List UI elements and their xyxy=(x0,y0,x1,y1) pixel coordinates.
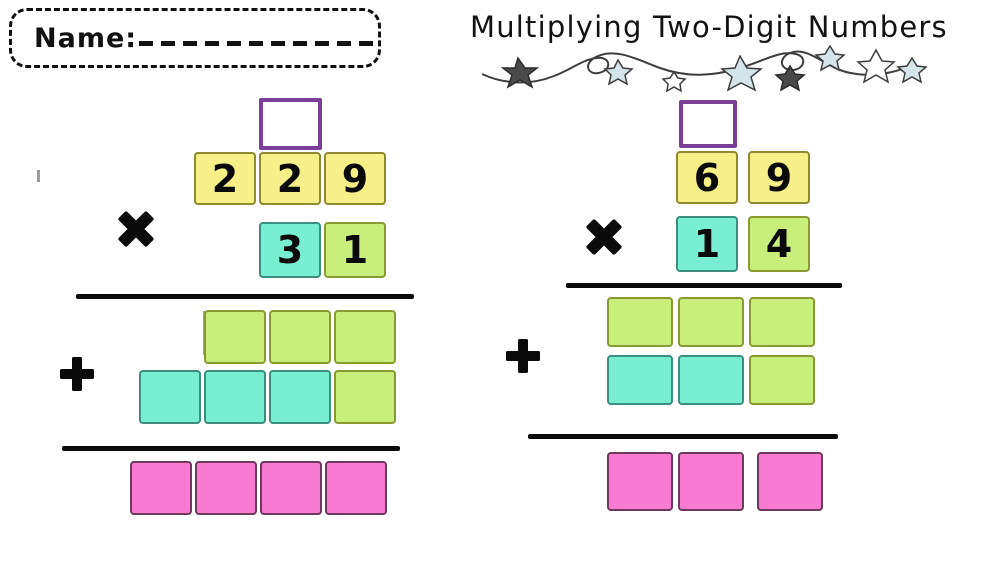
partial-product-cell[interactable] xyxy=(204,310,266,364)
partial-product-cell[interactable] xyxy=(678,355,744,405)
sum-rule-line xyxy=(62,446,400,451)
sum-rule-line xyxy=(528,434,838,439)
multiplicand-digit-0[interactable]: 2 xyxy=(194,152,256,205)
multiplier-digit-0[interactable]: 1 xyxy=(676,216,738,272)
multiplicand-digit-0[interactable]: 6 xyxy=(676,151,738,204)
partial-product-cell[interactable] xyxy=(269,310,331,364)
partial-product-cell[interactable] xyxy=(334,370,396,424)
answer-cell[interactable] xyxy=(130,461,192,515)
name-label: Name: xyxy=(34,23,138,54)
add-operator-icon xyxy=(506,339,540,373)
partial-product-cell[interactable] xyxy=(607,355,673,405)
star-swirl-divider-icon xyxy=(481,44,928,93)
multiplier-digit-1[interactable]: 1 xyxy=(324,222,386,278)
partial-product-cell[interactable] xyxy=(269,370,331,424)
stray-tick-mark xyxy=(37,170,40,182)
answer-cell[interactable] xyxy=(195,461,257,515)
answer-cell[interactable] xyxy=(607,452,673,511)
answer-cell[interactable] xyxy=(678,452,744,511)
multiplicand-digit-1[interactable]: 9 xyxy=(748,151,810,204)
multiply-rule-line xyxy=(566,283,842,288)
partial-product-cell[interactable] xyxy=(139,370,201,424)
partial-product-cell[interactable] xyxy=(204,370,266,424)
partial-product-cell[interactable] xyxy=(749,297,815,347)
multiplier-digit-0[interactable]: 3 xyxy=(259,222,321,278)
multiply-operator-icon xyxy=(586,219,622,255)
answer-cell[interactable] xyxy=(757,452,823,511)
partial-product-cell[interactable] xyxy=(607,297,673,347)
carry-box[interactable] xyxy=(259,98,322,150)
name-write-in-line[interactable] xyxy=(139,41,374,46)
answer-cell[interactable] xyxy=(325,461,387,515)
multiply-operator-icon xyxy=(118,211,154,247)
multiplicand-digit-1[interactable]: 2 xyxy=(259,152,321,205)
multiplier-digit-1[interactable]: 4 xyxy=(748,216,810,272)
partial-product-cell[interactable] xyxy=(678,297,744,347)
carry-box[interactable] xyxy=(679,100,737,148)
answer-cell[interactable] xyxy=(260,461,322,515)
multiplicand-digit-2[interactable]: 9 xyxy=(324,152,386,205)
add-operator-icon xyxy=(60,357,94,391)
page-title: Multiplying Two-Digit Numbers xyxy=(470,10,948,44)
multiply-rule-line xyxy=(76,294,414,299)
name-field-box[interactable]: Name: xyxy=(9,8,381,68)
partial-product-cell[interactable] xyxy=(334,310,396,364)
partial-product-cell[interactable] xyxy=(749,355,815,405)
